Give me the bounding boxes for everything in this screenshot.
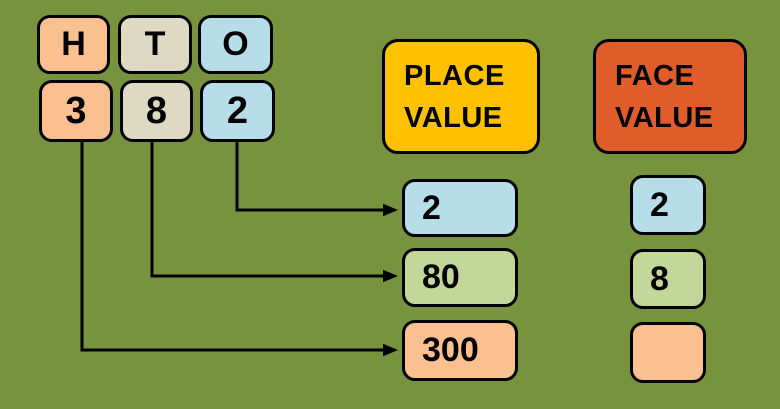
column-letter-ones: O <box>198 15 273 74</box>
face-value-ones-box: 2 <box>630 175 706 235</box>
place-value-hundreds-box: 300 <box>402 320 518 381</box>
digit-ones: 2 <box>200 80 275 142</box>
arrow-tens-head-icon <box>383 269 398 283</box>
face-value-tens-box: 8 <box>630 249 706 309</box>
arrow-hundreds-line <box>80 141 384 352</box>
arrow-tens-line <box>150 141 384 278</box>
place-value-ones-box: 2 <box>402 179 518 237</box>
column-letter-hundreds: H <box>37 15 110 74</box>
digit-tens: 8 <box>120 80 193 142</box>
place-value-header: PLACE VALUE <box>382 39 540 154</box>
face-value-header-line2: VALUE <box>615 101 714 134</box>
face-value-header: FACE VALUE <box>593 39 747 154</box>
face-value-header-line1: FACE <box>615 59 695 92</box>
arrow-ones-head-icon <box>383 203 398 217</box>
place-value-header-line2: VALUE <box>404 101 503 134</box>
arrow-ones-line <box>235 141 384 212</box>
face-value-hundreds-box <box>630 322 706 383</box>
place-value-tens-box: 80 <box>402 248 518 307</box>
column-letter-tens: T <box>118 15 192 74</box>
digit-hundreds: 3 <box>39 80 113 142</box>
arrow-hundreds-head-icon <box>383 343 398 357</box>
place-value-header-line1: PLACE <box>404 59 505 92</box>
